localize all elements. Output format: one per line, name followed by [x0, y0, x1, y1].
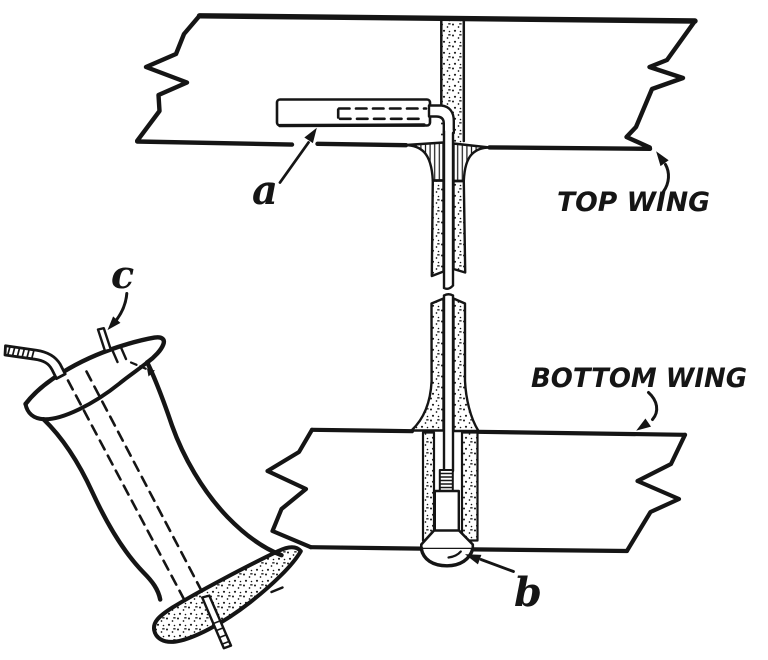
strut-top-rim-inner [23, 360, 150, 422]
fastener-barrel [433, 489, 460, 533]
sleeve-left [421, 431, 436, 542]
bent-wire-hook [3, 344, 67, 380]
bottom-wing-left-break [265, 427, 315, 550]
callout-a: a [252, 127, 317, 214]
threaded-section [438, 469, 454, 492]
hidden-wire-dashes [336, 107, 428, 121]
part-c-arrowhead [107, 316, 121, 331]
strut-top-rim-outer [23, 335, 166, 407]
callout-c: c [107, 252, 134, 331]
fastener-head-notch [447, 550, 462, 559]
upper-strut-assembly [275, 19, 491, 291]
top-wing-label: TOP WING [557, 187, 710, 218]
anchor-rod-bottom-edge [278, 123, 426, 128]
strut-wall-right [452, 179, 467, 274]
fastener-head-dome [419, 547, 475, 568]
strut-inner-rod [444, 130, 453, 287]
strut-body-left-edge [41, 417, 163, 602]
part-a-arrowhead [304, 127, 317, 144]
callout-bottom-wing: BOTTOM WING [531, 363, 747, 431]
part-a-arrow-shaft [278, 141, 310, 184]
part-c-arrow-shaft [115, 292, 129, 321]
callout-b: b [464, 554, 542, 616]
lower-strut-assembly [410, 293, 480, 568]
part-b-arrowhead [464, 554, 482, 565]
strut-flare-right [452, 142, 491, 183]
bottom-pin [201, 594, 233, 650]
part-b-arrow-shaft [479, 558, 515, 573]
strut-tube-top-walls [440, 19, 466, 143]
anchor-rod-a [275, 98, 432, 128]
strut-bottom-cone-face [151, 545, 303, 644]
top-wing-arrowhead [656, 151, 669, 167]
callout-top-wing: TOP WING [557, 151, 710, 218]
stray-mark [270, 586, 284, 594]
part-b-label: b [514, 569, 542, 616]
top-wing-upper-surface [196, 13, 698, 24]
part-c-label: c [111, 252, 134, 297]
lower-inner-rod [444, 294, 453, 472]
bottom-wing-upper-surface [309, 427, 688, 437]
top-wing-arrow-shaft [662, 163, 670, 193]
strut-body-right-edge [145, 360, 284, 558]
part-a-label: a [252, 167, 278, 214]
strut-wall-left [430, 179, 445, 278]
top-wing-lower-surface [135, 139, 653, 151]
bottom-wing-label: BOTTOM WING [531, 363, 747, 394]
top-wing-right-break [624, 18, 698, 150]
top-wing-cross-section [135, 13, 698, 151]
bottom-wing-right-break [624, 432, 688, 553]
bottom-wing-arrowhead [636, 418, 652, 431]
attachment-pin-c [96, 327, 112, 353]
bottom-wing-cross-section [265, 427, 688, 554]
lower-strut-flare-left [410, 297, 445, 432]
lower-strut-flare-right [452, 297, 480, 433]
sleeve-right [460, 431, 479, 542]
anchor-rod-body [275, 98, 432, 127]
bottom-wing-arrow-shaft [647, 391, 659, 421]
strut-detail-view [3, 327, 303, 650]
bottom-wing-lower-surface [308, 545, 630, 554]
top-wing-left-break [135, 13, 202, 143]
lower-inner-rod-edges [442, 293, 455, 473]
hidden-wire-tick-arrow [147, 368, 155, 377]
strut-inner-rod-edges [442, 129, 455, 291]
strut-flare-left [404, 141, 445, 182]
